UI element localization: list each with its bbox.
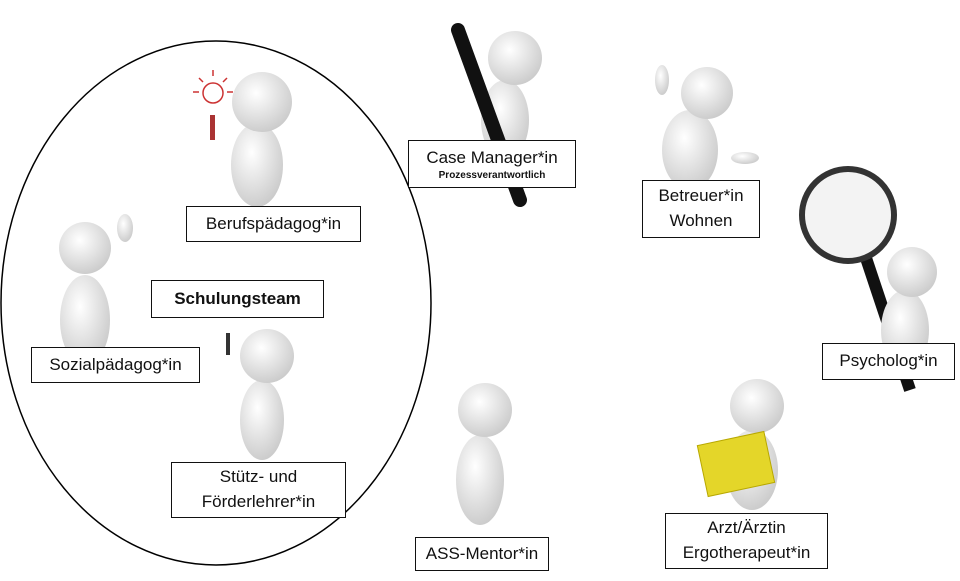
figure-berufspaedagoge [193, 70, 292, 207]
label-text: Betreuer*in [658, 186, 744, 206]
folder-icon [696, 430, 776, 498]
label-text: Förderlehrer*in [201, 492, 316, 511]
label-ass-mentor: ASS-Mentor*in [415, 537, 549, 571]
label-text: Berufspädagog*in [205, 213, 342, 233]
label-text: Schulungsteam [174, 288, 301, 308]
magnifier-icon [799, 166, 897, 264]
figure-ass-mentor [456, 383, 512, 525]
label-text: Psycholog*in [839, 351, 938, 371]
figure-arzt [696, 379, 784, 510]
team-title: Schulungsteam [151, 280, 324, 318]
label-psychologe: Psycholog*in [822, 343, 955, 380]
label-subtext: Prozessverantwortlich [438, 170, 546, 182]
label-text: ASS-Mentor*in [425, 543, 539, 563]
team-ellipse [0, 40, 432, 566]
figure-stuetzlehrer [226, 329, 294, 460]
lightbulb-icon [193, 70, 233, 104]
label-text: Wohnen [669, 211, 733, 230]
label-berufspaedagoge: Berufspädagog*in [186, 206, 361, 242]
label-text: Ergotherapeut*in [682, 543, 811, 562]
label-text: Sozialpädagog*in [49, 354, 182, 374]
label-sozialpaedagoge: Sozialpädagog*in [31, 347, 200, 383]
figure-sozialpaedagoge [59, 214, 133, 365]
figure-betreuer [655, 65, 759, 190]
label-text: Case Manager*in [426, 147, 558, 167]
label-text: Arzt/Ärztin [707, 518, 786, 538]
label-text: Stütz- und [219, 467, 298, 487]
